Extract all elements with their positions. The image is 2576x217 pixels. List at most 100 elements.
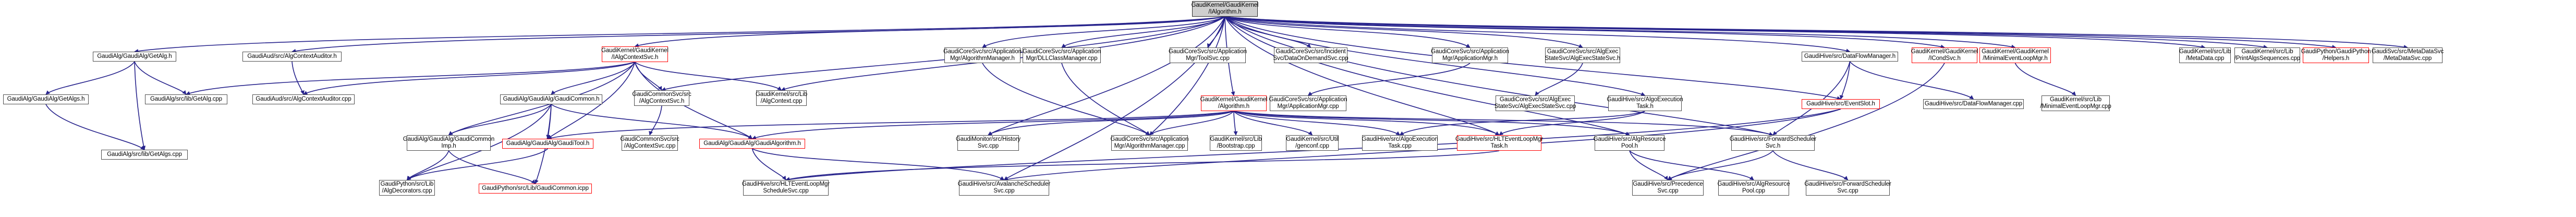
graph-node[interactable]: GaudiKernel/GaudiKernel /Algorithm.h (1200, 95, 1267, 111)
graph-node[interactable]: GaudiKernel/GaudiKernel /MinimalEventLoo… (1979, 47, 2051, 63)
graph-node[interactable]: GaudiAlg/GaudiAlg/GaudiTool.h (502, 139, 593, 149)
graph-node[interactable]: GaudiAlg/GaudiAlg/GaudiCommon.h (500, 94, 602, 104)
graph-edge (1399, 111, 1645, 136)
graph-node[interactable]: GaudiCoreSvc/src/Application Mgr/Algorit… (943, 47, 1022, 63)
graph-node[interactable]: GaudiCoreSvc/src/Application Mgr/Applica… (1431, 47, 1509, 63)
graph-edge (1149, 16, 1225, 136)
graph-edge (1149, 111, 1234, 136)
graph-node[interactable]: GaudiAlg/src/lib/GetAlgs.cpp (101, 150, 188, 160)
graph-node[interactable]: GaudiHive/src/HLTEventLoopMgr ScheduleSv… (742, 180, 830, 196)
graph-node[interactable]: GaudiHive/src/ForwardScheduler Svc.cpp (1804, 180, 1891, 196)
graph-node[interactable]: GaudiAud/src/AlgContextAuditor.h (242, 52, 342, 62)
graph-edge (1224, 16, 2408, 49)
graph-edge (1629, 150, 1669, 180)
graph-edge (661, 16, 1225, 91)
graph-edge (45, 61, 135, 95)
graph-node[interactable]: GaudiAlg/GaudiAlg/GaudiAlgorithm.h (699, 139, 805, 149)
graph-edge (1224, 16, 1773, 136)
graph-node[interactable]: GaudiCommonSvc/src /AlgContextSvc.h (632, 90, 691, 106)
graph-edge (1224, 16, 1646, 97)
graph-edge (1224, 16, 1500, 136)
graph-edge (752, 148, 1005, 180)
graph-edge (751, 148, 786, 180)
graph-edge (2014, 63, 2076, 96)
graph-edge (1233, 111, 1313, 136)
graph-edge (186, 62, 635, 95)
graph-edge (649, 105, 662, 136)
graph-edge (448, 62, 636, 136)
graph-node[interactable]: GaudiPython/src/Lib /AlgDecorators.cpp (379, 180, 435, 196)
graph-edge (635, 62, 782, 91)
graph-node[interactable]: GaudiAud/src/AlgContextAuditor.cpp (252, 94, 355, 104)
graph-node[interactable]: GaudiKernel/GaudiKernel /ICondSvc.h (1911, 47, 1978, 63)
graph-node[interactable]: GaudiKernel/src/Lib /Bootstrap.cpp (1210, 135, 1262, 151)
graph-node[interactable]: GaudiKernel/src/Lib /MetaData.cpp (2179, 47, 2231, 63)
graph-edge (785, 150, 1500, 182)
graph-edge (1224, 16, 1235, 96)
graph-edge (406, 104, 552, 180)
graph-edge (134, 61, 146, 150)
graph-node[interactable]: GaudiCoreSvc/src/Application Mgr/ToolSvc… (1169, 47, 1247, 63)
graph-node[interactable]: GaudiHive/src/AlgoExecution Task.h (1607, 95, 1683, 111)
graph-edge (988, 111, 1234, 136)
graph-node[interactable]: GaudiSvc/src/MetaDataSvc /MetaDataSvc.cp… (2372, 47, 2444, 63)
graph-node[interactable]: GaudiKernel/src/Lib /AlgContext.cpp (756, 90, 807, 106)
graph-edge (551, 104, 753, 139)
graph-node[interactable]: GaudiKernel/src/Lib /PrintAlgsSequences.… (2234, 47, 2300, 63)
graph-node[interactable]: GaudiAlg/src/lib/GetAlg.cpp (145, 94, 227, 104)
graph-node[interactable]: GaudiHive/src/EventSlot.h (1802, 99, 1880, 109)
graph-edge (1233, 111, 1401, 136)
graph-edge (634, 62, 753, 139)
graph-node-root[interactable]: GaudiKernel/GaudiKernel /IAlgorithm.h (1192, 1, 1258, 17)
graph-node[interactable]: GaudiHive/src/HLTEventLoopMgr Task.h (1455, 135, 1543, 151)
graph-node[interactable]: GaudiHive/src/AvalancheScheduler Svc.cpp (958, 180, 1050, 196)
graph-edge (1224, 16, 1583, 48)
graph-edge (45, 104, 145, 150)
graph-node[interactable]: GaudiCoreSvc/src/Application Mgr/DLLClas… (1023, 47, 1101, 63)
graph-node[interactable]: GaudiAlg/GaudiAlg/GaudiCommon Imp.h (403, 135, 494, 151)
graph-node[interactable]: GaudiAlg/GaudiAlg/GetAlgs.h (3, 94, 89, 104)
graph-edge (1849, 61, 1974, 100)
graph-edge (406, 148, 549, 180)
graph-edge (1535, 63, 1583, 96)
graph-edge (1499, 111, 1645, 136)
graph-edge (1307, 63, 1471, 96)
graph-node[interactable]: GaudiHive/src/AlgResource Pool.cpp (1718, 180, 1790, 196)
graph-node[interactable]: GaudiPython/GaudiPython /Helpers.h (2301, 47, 2371, 63)
graph-node[interactable]: GaudiHive/src/Precedence Svc.cpp (1632, 180, 1704, 196)
graph-edge (634, 62, 662, 91)
graph-edge (134, 61, 187, 95)
graph-edge (1667, 63, 1945, 180)
graph-edge (1224, 16, 1841, 101)
graph-node[interactable]: GaudiHive/src/AlgoExecution Task.cpp (1362, 135, 1438, 151)
graph-node[interactable]: GaudiHive/src/DataFlowManager.h (1802, 52, 1898, 62)
graph-node[interactable]: GaudiCoreSvc/src/Application Mgr/Applica… (1269, 95, 1347, 111)
graph-node[interactable]: GaudiHive/src/DataFlowManager.cpp (1923, 99, 2024, 109)
graph-node[interactable]: GaudiCoreSvc/src/Application Mgr/Algorit… (1111, 135, 1189, 151)
graph-edge (534, 104, 552, 184)
graph-edge (1224, 16, 2016, 49)
graph-edge (448, 104, 552, 136)
graph-node[interactable]: GaudiHive/src/AlgResource Pool.h (1594, 135, 1666, 151)
graph-edge (547, 62, 636, 139)
graph-node[interactable]: GaudiAlg/GaudiAlg/GetAlg.h (93, 52, 176, 62)
graph-node[interactable]: GaudiMonitor/src/History Svc.cpp (956, 135, 1020, 151)
graph-node[interactable]: GaudiCoreSvc/src/Incident Svc/DataOnDema… (1273, 47, 1348, 63)
graph-node[interactable]: GaudiKernel/GaudiKernel /IAlgContextSvc.… (601, 46, 669, 62)
graph-node[interactable]: GaudiCoreSvc/src/AlgExec StateSvc/AlgExe… (1494, 95, 1576, 111)
graph-node[interactable]: GaudiPython/src/Lib/GaudiCommon.icpp (479, 184, 592, 194)
graph-node[interactable]: GaudiKernel/src/Lib /MinimalEventLoopMgr… (2040, 95, 2111, 111)
graph-edge (1772, 150, 1849, 180)
graph-edge (1629, 150, 1754, 180)
graph-edge (751, 111, 1234, 140)
graph-node[interactable]: GaudiCommonSvc/src /AlgContextSvc.cpp (620, 135, 679, 151)
graph-edge (291, 16, 1225, 53)
graph-edge (1224, 16, 1630, 136)
graph-node[interactable]: GaudiKernel/src/Util /genconf.cpp (1286, 135, 1339, 151)
graph-node[interactable]: GaudiCoreSvc/src/AlgExec StateSvc/AlgExe… (1545, 47, 1620, 63)
graph-node[interactable]: GaudiHive/src/ForwardScheduler Svc.h (1730, 135, 1816, 151)
graph-edge (1224, 16, 1851, 53)
graph-edge (1233, 111, 1238, 136)
graph-edge (1224, 16, 2268, 49)
